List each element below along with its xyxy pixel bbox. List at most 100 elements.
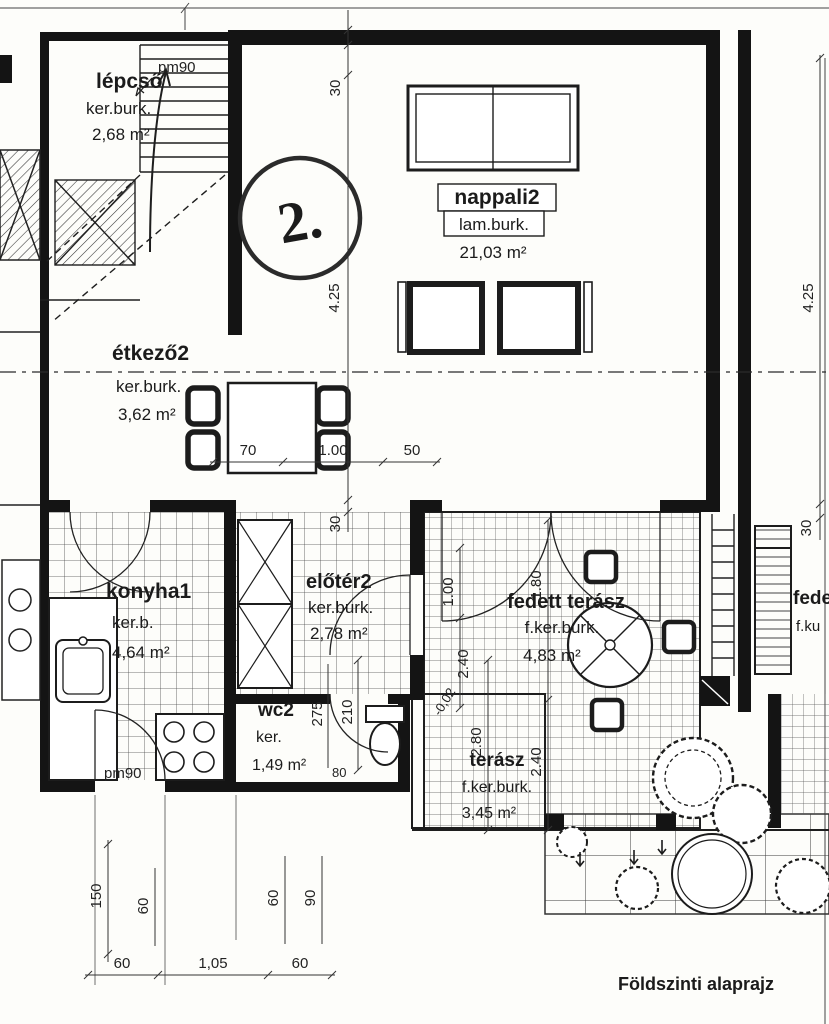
wall-eloter-terasz-a [410,500,424,575]
toilet-tank [365,705,405,723]
dim-bottom-60b: 60 [292,955,309,972]
terasz-finish: f.ker.burk. [462,779,532,796]
wall-top [228,30,720,45]
fedett-terasz-area: 4,83 m² [523,646,581,665]
tree-shrub [711,783,773,845]
nappali-finish: lam.burk. [459,215,529,234]
tree-shrub [614,865,660,911]
dim-wc-210: 210 [339,699,356,724]
terasz-chair [661,619,697,655]
stove [155,713,225,781]
wall-bottom-a [40,780,95,792]
wall-eloter-terasz-b [410,655,424,700]
pillar-garden-a [544,814,564,830]
tree-shrub [774,857,829,915]
nappali-name-box [437,183,557,212]
terasz-area: 3,45 m² [462,805,517,822]
door-arc-wc [329,693,389,753]
dining-table [226,381,318,475]
dim-table-50: 50 [404,442,421,459]
wc-area: 1,49 m² [252,757,307,774]
wall-terasz-jamb-right [660,500,706,512]
lepcso-name: lépcső [96,70,163,93]
sunbed [754,525,792,675]
neighbor-terasz-finish: f.ku [796,618,820,635]
door-label-pm90-bottom: pm90 [104,765,142,782]
dim-right-depth: 4.25 [800,283,817,312]
dim-table-70: 70 [240,442,257,459]
terasz-furniture [566,549,697,733]
dim-terasz-240b: 2.40 [528,747,545,776]
stairs [40,44,228,323]
wall-bottom-b [165,780,236,792]
drain-arrow [657,840,667,856]
wall-wc-bottom [236,782,410,792]
door-labels: pm90 pm90 [104,59,196,782]
eloter-name: előtér2 [306,571,372,593]
french-door-arc-right [550,511,661,622]
dim-left-150: 150 [88,883,105,908]
wall-konyha-top-a [40,500,70,512]
etkezo-name: étkező2 [112,342,189,365]
dim-terasz-180: 1.80 [528,570,545,599]
wall-konyha-top-b [150,500,236,512]
dim-left-90: 90 [302,890,319,907]
door-arc-eloter [329,574,411,656]
wall-top-left [40,32,230,41]
terasz-chair [589,697,625,733]
etkezo-furniture [185,381,351,475]
dim-right-wall: 30 [798,520,815,537]
unit-number: 2. [273,185,327,257]
konyha-furniture [48,597,225,781]
lepcso-finish: ker.burk. [86,99,151,118]
etkezo-area: 3,62 m² [118,405,176,424]
wall-center [228,30,242,335]
dim-top-wall: 30 [327,80,344,97]
door-arc-konyha-entry [94,709,166,781]
dim-left-60b: 60 [265,890,282,907]
dim-bottom-60a: 60 [114,955,131,972]
chair [315,385,351,427]
wall-neighbor-upper [738,30,751,512]
wall-neighbor-lower [738,508,751,712]
neighbor-furniture [754,525,792,675]
dim-wc-275: 275 [309,701,326,726]
walls [40,30,781,830]
wall-wc-top-a [236,694,330,704]
konyha-finish: ker.b. [112,613,154,632]
dim-bottom-105: 1,05 [198,955,227,972]
dim-nappali-depth: 4.25 [326,283,343,312]
eloter-furniture [237,519,293,689]
nappali-area: 21,03 m² [459,243,526,262]
door-arc-konyha-top-b [69,511,151,593]
konyha-name: konyha1 [106,580,192,603]
kitchen-sink [55,639,111,703]
wall-right [706,30,720,512]
sink-tap [78,636,88,646]
konyha-area: 4,64 m² [112,643,170,662]
dim-terasz-100: 1.00 [440,577,457,606]
wc-fixtures [365,705,405,766]
fedett-terasz-name: fedett terász [507,591,625,613]
fedett-terasz-finish: f.ker.burk. [525,618,600,637]
pillar-hatch-line [701,679,729,705]
nappali-name: nappali2 [454,186,539,209]
drain-arrow [575,852,585,868]
eloter-area: 2,78 m² [310,624,368,643]
chair [185,429,221,471]
dim-mid-wall: 30 [327,516,344,533]
nappali-finish-box [443,210,545,237]
tree-shrub [556,826,588,858]
dim-terasz-280: 2.80 [468,727,485,756]
room-labels: lépcső ker.burk. 2,68 m² nappali2 lam.bu… [86,70,829,822]
dim-wc-80: 80 [332,765,346,780]
dim-terasz-240a: 2.40 [455,649,472,678]
wc-finish: ker. [256,729,282,746]
dim-left-60a: 60 [135,898,152,915]
terasz-name: terász [470,750,525,771]
dim-table-100: 1.00 [318,442,347,459]
door-label-pm90-top: pm90 [158,59,196,76]
terasz-chair [583,549,619,585]
armchair-left [407,281,485,355]
